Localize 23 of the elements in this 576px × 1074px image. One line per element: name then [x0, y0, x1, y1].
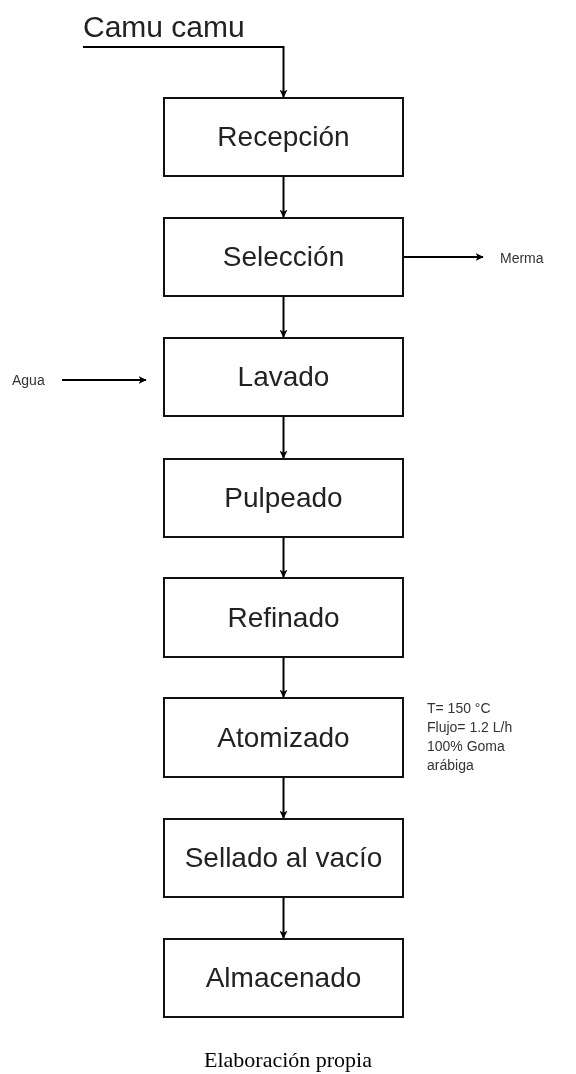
process-box: Pulpeado [163, 458, 404, 538]
process-note: T= 150 °C Flujo= 1.2 L/h 100% Goma arábiga [427, 699, 514, 775]
arrow [82, 46, 288, 98]
arrow [279, 657, 288, 698]
arrow [279, 897, 288, 939]
node-label: Camu camu [83, 8, 283, 44]
process-box: Refinado [163, 577, 404, 658]
arrow [403, 253, 484, 261]
process-box: Recepción [163, 97, 404, 177]
caption: Elaboración propia [203, 1046, 373, 1074]
process-box: Selección [163, 217, 404, 297]
arrow [279, 777, 288, 819]
arrow [279, 537, 288, 578]
arrow [61, 376, 147, 384]
node-label: Merma [500, 248, 560, 268]
arrow [279, 296, 288, 338]
process-box: Almacenado [163, 938, 404, 1018]
process-box: Lavado [163, 337, 404, 417]
arrow [279, 416, 288, 459]
process-box: Sellado al vacío [163, 818, 404, 898]
arrow [279, 176, 288, 218]
process-box: Atomizado [163, 697, 404, 778]
node-label: Agua [12, 370, 62, 390]
